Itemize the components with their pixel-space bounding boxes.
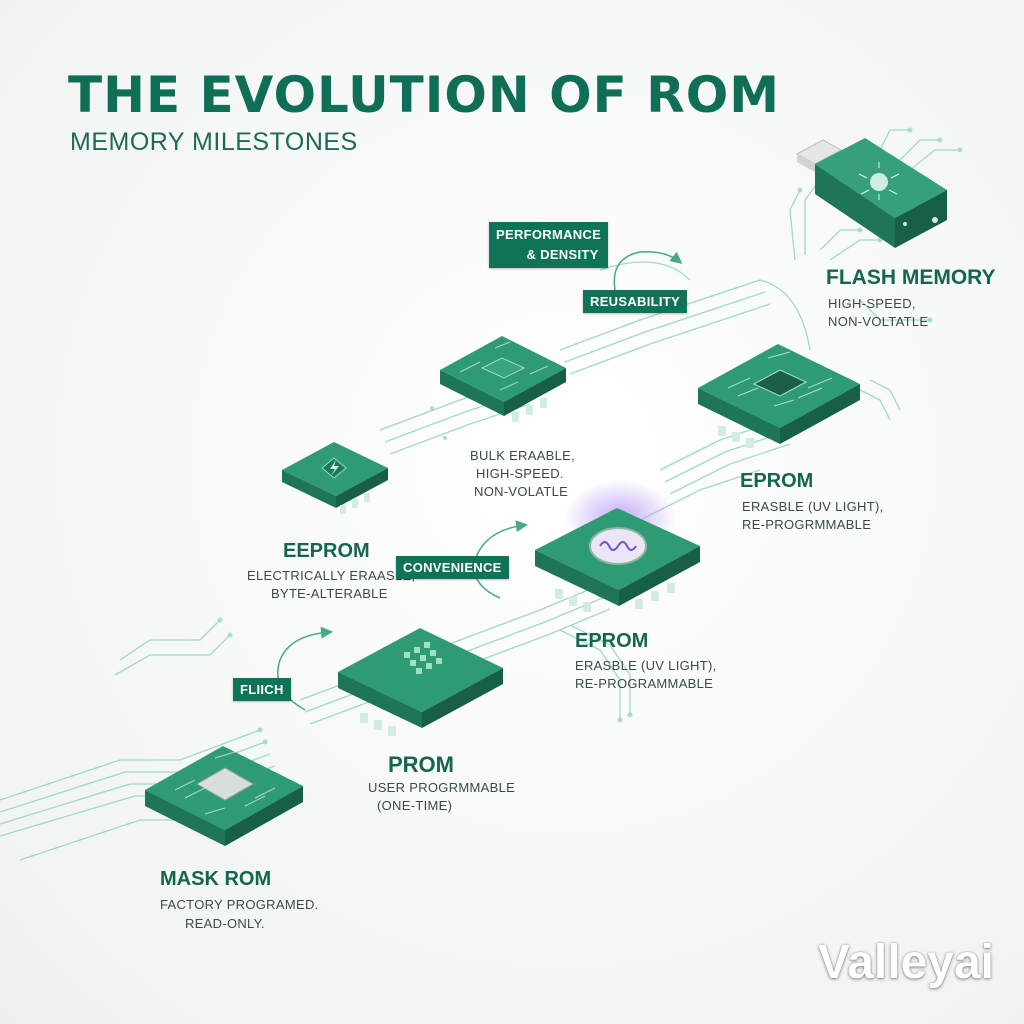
usb-drive-icon (795, 138, 947, 248)
tag-fluich: FLIICH (233, 678, 291, 701)
stage-desc-mask-rom-2: READ-ONLY. (185, 916, 265, 931)
stage-name-prom: PROM (388, 752, 454, 777)
stage-name-flash: FLASH MEMORY (826, 266, 996, 289)
bulk-erasable-chip (440, 336, 566, 422)
stage-desc-eprom-lower-1: ERASBLE (UV LIGHT), (575, 658, 717, 673)
tag-performance-density: PERFORMANCE & DENSITY (489, 222, 609, 268)
eprom-upper-chip (698, 344, 860, 448)
stage-desc-eeprom-1: ELECTRICALLY ERAASLE, (247, 568, 416, 583)
mask-rom-chip (145, 746, 303, 846)
uv-window-icon (589, 527, 647, 565)
eprom-lower-chip (535, 480, 700, 612)
stage-desc-eprom-upper-2: RE-PROGRMMABLE (742, 517, 872, 532)
tag-reusability: REUSABILITY (583, 290, 687, 313)
eeprom-chip (282, 442, 388, 514)
stage-desc-eeprom-2: BYTE-ALTERABLE (271, 586, 388, 601)
stage-desc-bulk-3: NON-VOLATLE (474, 484, 569, 499)
stage-name-eeprom: EEPROM (283, 540, 370, 562)
tag-convenience: CONVENIENCE (396, 556, 509, 579)
stage-desc-eprom-lower-2: RE-PROGRAMMABLE (575, 676, 714, 691)
watermark-logo: Valleyai (817, 936, 994, 989)
stage-desc-bulk-1: BULK ERAABLE, (470, 448, 576, 463)
stage-desc-prom-1: USER PROGRMMABLE (368, 780, 516, 795)
stage-desc-bulk-2: HIGH-SPEED. (476, 466, 564, 481)
arrow-performance (613, 250, 683, 291)
stage-desc-eprom-upper-1: ERASBLE (UV LIGHT), (742, 499, 884, 514)
stage-desc-prom-2: (ONE-TIME) (377, 798, 453, 813)
tag-performance-line2: & DENSITY (526, 247, 599, 262)
stage-name-mask-rom: MASK ROM (160, 868, 272, 890)
stage-name-eprom-lower: EPROM (575, 630, 649, 652)
stage-name-eprom-upper: EPROM (740, 470, 814, 492)
stage-desc-mask-rom-1: FACTORY PROGRAMED. (160, 897, 319, 912)
stage-desc-flash-2: NON-VOLTATLE (828, 314, 929, 329)
lightning-icon (321, 457, 347, 479)
tag-performance-line1: PERFORMANCE (496, 227, 602, 242)
prom-chip (338, 628, 503, 736)
stage-desc-flash-1: HIGH-SPEED, (828, 296, 916, 311)
page-title: THE EVOLUTION OF ROM (68, 66, 780, 124)
page-subtitle: MEMORY MILESTONES (70, 128, 358, 156)
